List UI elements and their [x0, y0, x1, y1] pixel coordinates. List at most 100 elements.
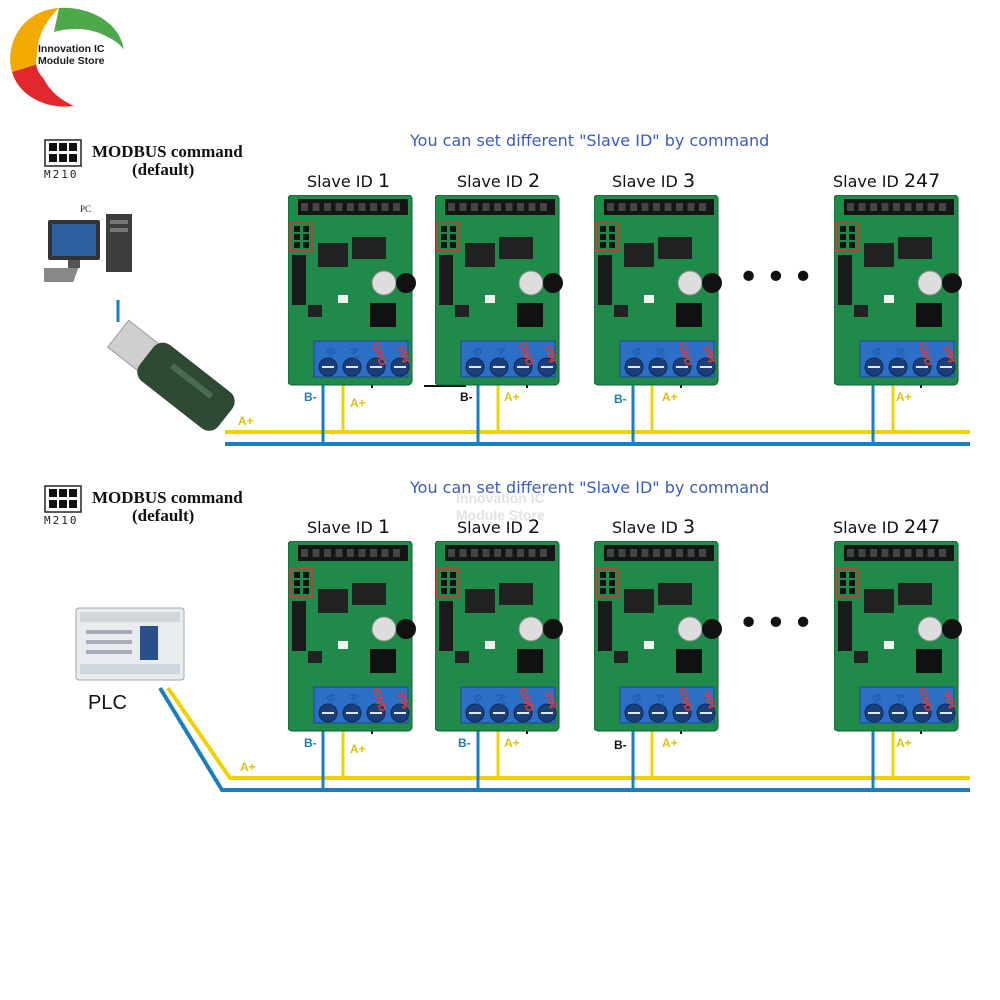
terminal-label: VIN [700, 343, 718, 364]
bus-label-a: A+ [240, 760, 256, 774]
slave-id: 247 [903, 170, 941, 192]
bus-label-b: B- [614, 392, 627, 406]
terminal-label: VIN [940, 689, 958, 710]
slave-id: 1 [377, 170, 391, 192]
terminal-label: A+ [494, 345, 510, 363]
plc-icon [75, 607, 185, 681]
terminal-label: A+ [347, 691, 363, 709]
terminal-label: VIN [541, 343, 559, 364]
terminal-label: B- [470, 692, 485, 707]
headline: You can set different "Slave ID" by comm… [410, 478, 770, 497]
terminal-label: VIN [394, 343, 412, 364]
slave-prefix: Slave ID [457, 172, 523, 191]
terminal-label: A+ [893, 345, 909, 363]
watermark-line2: Module Store [456, 507, 545, 523]
slave-id: 2 [527, 170, 541, 192]
bus-label-b: B- [460, 390, 473, 404]
slave-label-247: Slave ID 247 [833, 516, 940, 538]
brand-logo-icon [10, 7, 128, 107]
bus-label-a: A+ [504, 390, 520, 404]
brand-line2: Module Store [38, 55, 105, 67]
slave-prefix: Slave ID [307, 518, 373, 537]
slave-prefix: Slave ID [612, 172, 678, 191]
brand-line1: Innovation IC [38, 43, 105, 55]
terminal-label: B- [323, 346, 338, 361]
slave-label-3: Slave ID 3 [612, 516, 695, 538]
jumper-icon [44, 139, 82, 167]
brand-logo: Innovation IC Module Store [4, 2, 128, 114]
terminal-label: B- [629, 692, 644, 707]
modbus-subtitle: (default) [132, 506, 195, 525]
slave-id: 2 [527, 516, 541, 538]
bus-label-b: B- [458, 736, 471, 750]
jumper-icon [44, 485, 82, 513]
slave-id: 3 [682, 170, 696, 192]
slave-prefix: Slave ID [833, 518, 899, 537]
bus-label-b: B- [304, 390, 317, 404]
terminal-label: A+ [347, 345, 363, 363]
bus-label-a: A+ [238, 414, 254, 428]
slave-label-1: Slave ID 1 [307, 170, 390, 192]
terminal-label: B- [869, 692, 884, 707]
watermark-line1: Innovation IC [456, 490, 545, 506]
ellipsis: ••• [738, 603, 820, 644]
jumper-code: M210 [44, 514, 79, 527]
slave-label-2: Slave ID 2 [457, 170, 540, 192]
bus-label-a: A+ [662, 390, 678, 404]
terminal-label: B- [629, 346, 644, 361]
brand-name: Innovation IC Module Store [38, 43, 130, 67]
terminal-label: VIN [940, 343, 958, 364]
terminal-label: A+ [893, 691, 909, 709]
slave-id: 1 [377, 516, 391, 538]
terminal-label: A+ [653, 345, 669, 363]
pc-icon [44, 214, 132, 282]
bus-label-a: A+ [896, 390, 912, 404]
host-label: PLC [88, 692, 127, 714]
terminal-label: B- [323, 692, 338, 707]
headline: You can set different "Slave ID" by comm… [410, 131, 770, 150]
terminal-label: VIN [541, 689, 559, 710]
jumper-code: M210 [44, 168, 79, 181]
slave-prefix: Slave ID [612, 518, 678, 537]
terminal-label: B- [470, 346, 485, 361]
terminal-label: B- [869, 346, 884, 361]
slave-id: 247 [903, 516, 941, 538]
slave-label-3: Slave ID 3 [612, 170, 695, 192]
terminal-label: VIN [700, 689, 718, 710]
slave-prefix: Slave ID [457, 518, 523, 537]
slave-prefix: Slave ID [833, 172, 899, 191]
bus-label-a: A+ [504, 736, 520, 750]
bus-label-b: B- [304, 736, 317, 750]
bus-label-a: A+ [662, 736, 678, 750]
terminal-label: A+ [653, 691, 669, 709]
modbus-title: MODBUS command [92, 488, 243, 507]
bus-label-a: A+ [896, 736, 912, 750]
slave-label-1: Slave ID 1 [307, 516, 390, 538]
rs485-bus-wires-1 [225, 368, 970, 446]
slave-label-2: Slave ID 2 [457, 516, 540, 538]
modbus-subtitle: (default) [132, 160, 195, 179]
watermark: Innovation IC Module Store [456, 490, 545, 524]
bus-label-b: B- [614, 738, 627, 752]
bus-label-a: A+ [350, 396, 366, 410]
usb-adapter-icon [107, 300, 235, 431]
slave-id: 3 [682, 516, 696, 538]
bus-label-a: A+ [350, 742, 366, 756]
slave-prefix: Slave ID [307, 172, 373, 191]
modbus-title: MODBUS command [92, 142, 243, 161]
